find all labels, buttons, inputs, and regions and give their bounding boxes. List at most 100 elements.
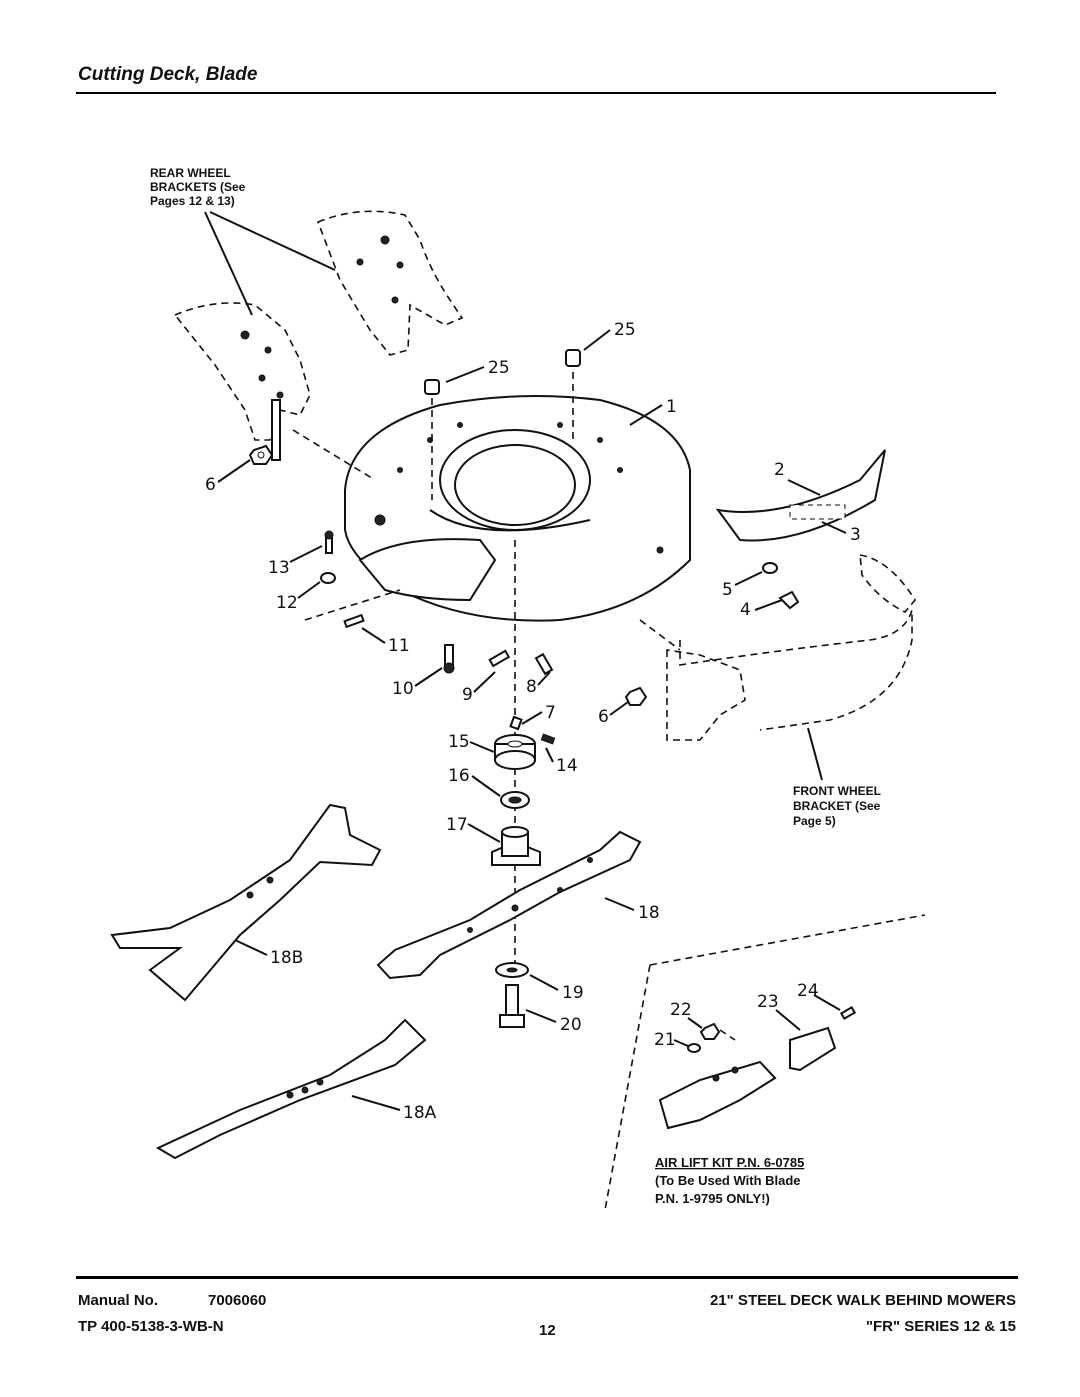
leader-16 <box>471 775 501 797</box>
leader-4 <box>754 599 783 611</box>
callout-1: 1 <box>666 397 677 417</box>
leader-rear-bracket-right <box>209 211 336 271</box>
front-baffle-2 <box>715 449 886 542</box>
washer-12 <box>320 572 336 584</box>
callout-25b: 25 <box>614 320 636 340</box>
leader-2 <box>787 479 821 496</box>
callout-9: 9 <box>462 685 473 705</box>
callout-18: 18 <box>638 903 660 923</box>
air-lift-wing-23 <box>789 1026 837 1072</box>
bolt-8 <box>534 652 554 676</box>
callout-10: 10 <box>392 679 414 699</box>
leader-14 <box>545 747 554 763</box>
bolt-11 <box>343 613 365 629</box>
plug-25a <box>424 379 440 395</box>
leader-25b <box>583 329 611 351</box>
assembly-line-12 <box>304 589 401 621</box>
leader-front-bracket <box>807 727 823 781</box>
hex-nut-6b <box>624 686 648 706</box>
rear-bracket-stud <box>271 399 281 461</box>
rear-bracket-note-line1: REAR WHEEL <box>150 166 231 180</box>
callout-6b: 6 <box>598 707 609 727</box>
leader-19 <box>529 974 559 991</box>
key-7 <box>509 715 523 731</box>
series-title: "FR" SERIES 12 & 15 <box>865 1318 1016 1335</box>
lock-washer-21 <box>687 1043 701 1053</box>
front-bracket-note-line1: FRONT WHEEL <box>793 784 881 798</box>
leader-21 <box>673 1039 689 1047</box>
callout-16: 16 <box>448 766 470 786</box>
leader-24 <box>813 994 841 1011</box>
air-lift-border-top <box>649 914 926 966</box>
air-lift-note-line2: (To Be Used With Blade <box>655 1173 801 1188</box>
screw-24 <box>839 1006 857 1020</box>
callout-19: 19 <box>562 983 584 1003</box>
callout-17: 17 <box>446 815 468 835</box>
footer-rule <box>76 1276 1018 1279</box>
leader-18b <box>234 939 268 956</box>
front-bracket-note-line3: Page 5) <box>793 814 836 828</box>
blade-18a <box>155 1018 427 1160</box>
bearing-16 <box>500 791 530 809</box>
wing-nut-4 <box>778 590 800 610</box>
blade-18 <box>376 830 642 980</box>
blade-18b <box>110 803 382 1002</box>
callout-4: 4 <box>740 600 751 620</box>
leader-5 <box>734 571 763 586</box>
screw-13 <box>324 530 334 554</box>
rear-bracket-note-line2: BRACKETS (See <box>150 180 246 194</box>
leader-15 <box>469 741 495 753</box>
callout-13: 13 <box>268 558 290 578</box>
callout-22: 22 <box>670 1000 692 1020</box>
callout-8: 8 <box>526 677 537 697</box>
callout-12: 12 <box>276 593 298 613</box>
leader-18 <box>604 897 635 911</box>
blade-washer-19 <box>495 962 529 978</box>
manual-label: Manual No. <box>78 1292 159 1309</box>
product-title: 21" STEEL DECK WALK BEHIND MOWERS <box>709 1292 1016 1309</box>
washer-5 <box>762 562 778 574</box>
assembly-line-rear <box>292 429 376 481</box>
callout-18b: 18B <box>270 948 303 968</box>
manual-number: 7006060 <box>208 1292 267 1309</box>
leader-6b <box>609 701 629 716</box>
pulley-15 <box>494 734 536 770</box>
callout-3: 3 <box>850 525 861 545</box>
leader-22 <box>687 1017 703 1029</box>
leader-17 <box>467 823 501 843</box>
blade-bolt-20 <box>499 984 525 1028</box>
callout-5: 5 <box>722 580 733 600</box>
leader-1 <box>629 404 663 426</box>
assembly-line-21-22 <box>719 1029 736 1041</box>
hex-nut-6 <box>248 444 274 465</box>
tp-number: TP 400-5138-3-WB-N <box>78 1318 224 1335</box>
leader-20 <box>525 1009 557 1023</box>
leader-7 <box>521 711 543 725</box>
plug-25b <box>565 349 581 367</box>
front-wheel-bracket <box>666 554 916 741</box>
leader-10 <box>414 667 443 687</box>
callout-24: 24 <box>797 981 819 1001</box>
bolt-10 <box>443 644 455 674</box>
leader-23 <box>775 1009 801 1031</box>
page-title: Cutting Deck, Blade <box>78 64 258 85</box>
leader-12 <box>297 581 321 599</box>
callout-18a: 18A <box>403 1103 437 1123</box>
front-bracket-note-line2: BRACKET (See <box>793 799 881 813</box>
page-number: 12 <box>539 1322 556 1339</box>
callout-20: 20 <box>560 1015 582 1035</box>
callout-15: 15 <box>448 732 470 752</box>
air-lift-blade <box>658 1060 777 1130</box>
leader-rear-bracket-left <box>204 211 253 316</box>
title-rule <box>76 92 996 94</box>
callout-21: 21 <box>654 1030 676 1050</box>
rear-wheel-bracket-right <box>316 210 464 356</box>
callout-25a: 25 <box>488 358 510 378</box>
leader-11 <box>361 627 386 644</box>
callout-11: 11 <box>388 636 410 656</box>
leader-18a <box>351 1095 401 1111</box>
assembly-line-front-bracket <box>679 609 913 731</box>
cutting-deck <box>344 395 691 622</box>
leader-25a <box>445 366 485 383</box>
